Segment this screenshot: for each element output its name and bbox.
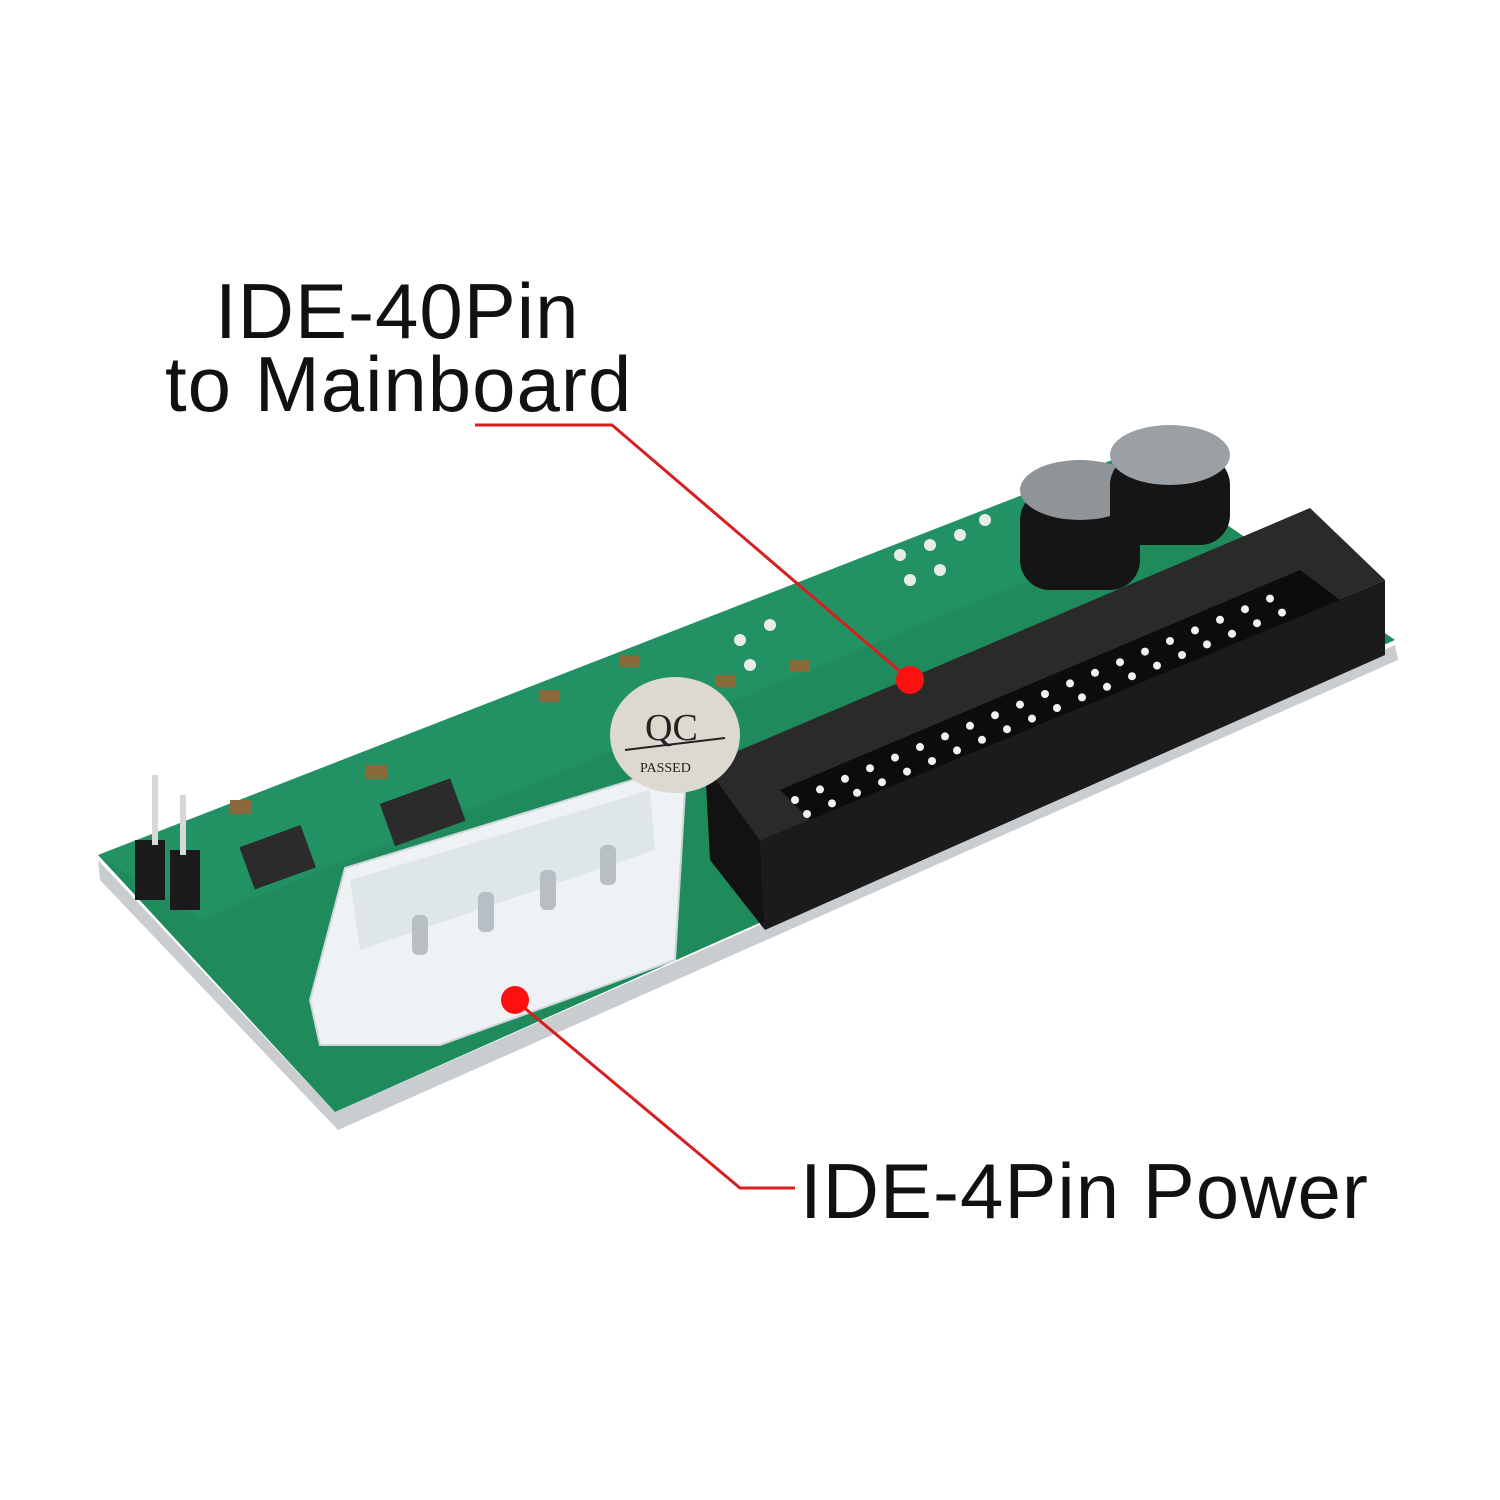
connector-pin — [1241, 605, 1249, 614]
smd-components — [230, 655, 810, 890]
connector-pin — [1191, 626, 1199, 635]
connector-pin — [803, 810, 811, 818]
connector-pin — [1116, 658, 1124, 667]
connector-pin — [816, 785, 824, 794]
connector-pin — [878, 778, 886, 787]
connector-pin — [1216, 615, 1224, 624]
connector-pin — [1003, 725, 1011, 734]
solder-pads — [734, 514, 991, 671]
callout-dot-mainboard — [896, 666, 924, 694]
callout-line-mainboard — [475, 423, 911, 682]
connector-pin — [1178, 651, 1186, 659]
connector-pin — [991, 711, 999, 720]
connector-pin — [916, 743, 924, 751]
connector-pin — [1128, 672, 1136, 681]
connector-pin — [1041, 690, 1049, 698]
connector-pin — [1203, 640, 1211, 649]
connector-pin — [1228, 629, 1236, 638]
connector-pin — [1153, 661, 1161, 670]
connector-pin — [1091, 668, 1099, 677]
connector-pin — [1141, 647, 1149, 656]
qc-passed-sticker: QC PASSED — [610, 677, 740, 793]
connector-pin — [1016, 700, 1024, 709]
connector-pin — [1078, 693, 1086, 702]
callout-label-power: IDE-4Pin Power — [800, 1147, 1369, 1235]
connector-pin — [966, 721, 974, 730]
connector-pin — [1066, 679, 1074, 688]
connector-pin — [953, 746, 961, 755]
connector-pin — [866, 764, 874, 773]
connector-pin — [903, 767, 911, 776]
connector-pin — [853, 788, 861, 797]
connector-pin — [841, 774, 849, 783]
connector-pin — [1266, 594, 1274, 603]
molex-4pin-connector — [308, 768, 687, 1046]
capacitors — [1020, 425, 1230, 590]
sticker-passed-text: PASSED — [640, 761, 691, 776]
connector-pin — [1053, 704, 1061, 712]
connector-pin — [928, 757, 936, 765]
connector-pin — [1166, 637, 1174, 645]
jumper-header — [135, 775, 200, 910]
connector-pin — [1278, 608, 1286, 617]
callout-line-power — [514, 998, 795, 1190]
connector-pin — [978, 735, 986, 744]
connector-pin — [941, 732, 949, 741]
connector-pin — [1253, 619, 1261, 628]
connector-pin — [1028, 714, 1036, 723]
connector-pin — [1103, 682, 1111, 691]
ide-40pin-connector — [705, 508, 1385, 930]
connector-pin — [891, 753, 899, 762]
connector-pin — [791, 796, 799, 804]
callout-dot-power — [501, 986, 529, 1014]
callout-label-to-mainboard: to Mainboard — [165, 340, 633, 428]
connector-pin — [828, 799, 836, 808]
callout-label-ide40pin: IDE-40Pin — [215, 267, 580, 355]
